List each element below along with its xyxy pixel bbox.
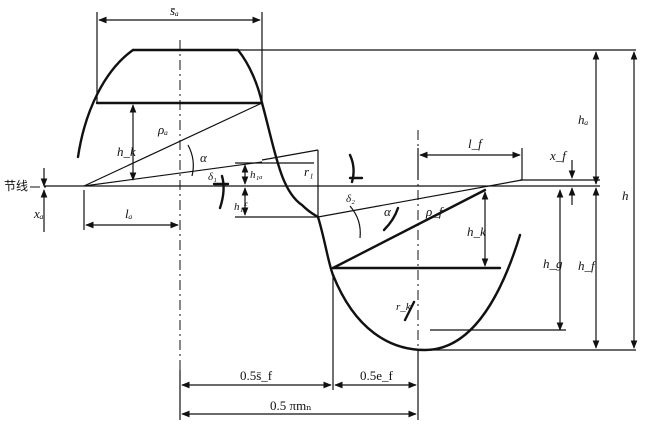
rho-f-line [317,179,523,218]
label-sa: s̄ₐ [170,3,179,18]
delta2-arc [349,205,361,239]
alpha-arc-left [187,144,194,177]
label-h: h [622,188,629,203]
label-rk: r_k [396,301,412,313]
rk-mark [403,300,416,322]
r1-arc-mark [348,153,355,184]
rho-a-line [83,102,263,187]
diag-to-root [331,188,487,270]
label-hg: h_g [543,256,563,271]
label-half-pi-mn: 0.5 πmₙ [270,398,312,413]
r1-line-top [261,149,319,161]
label-hk-left: h_k [117,144,136,159]
label-rho-f: ρ_f [425,204,445,219]
label-r1: r₁ [304,164,314,179]
label-half-ef: 0.5e_f [360,368,394,383]
label-lf: l_f [468,136,484,151]
label-hk-right: h_k [467,224,486,239]
label-h1f: h₁f [234,201,248,213]
label-hf: h_f [578,258,597,273]
label-alpha-right: α [384,204,392,219]
label-rho-a: ρₐ [157,122,168,137]
label-delta1: δ₁ [208,171,217,183]
label-xa: xₐ [33,206,44,221]
alpha-arc-right [382,206,400,232]
alpha-ray-left [83,161,263,187]
label-alpha-left: α [200,150,208,165]
label-la: lₐ [125,206,133,221]
label-xf: x_f [549,148,568,163]
label-h1a: h₁ₐ [250,169,263,181]
label-ha: hₐ [578,112,589,127]
tooth-profile [76,48,522,352]
delta1-arc [218,174,225,210]
label-half-sf: 0.5s̄_f [240,368,273,383]
label-pitch-line: 节线 [4,179,28,193]
label-delta2: δ₂ [346,193,355,205]
